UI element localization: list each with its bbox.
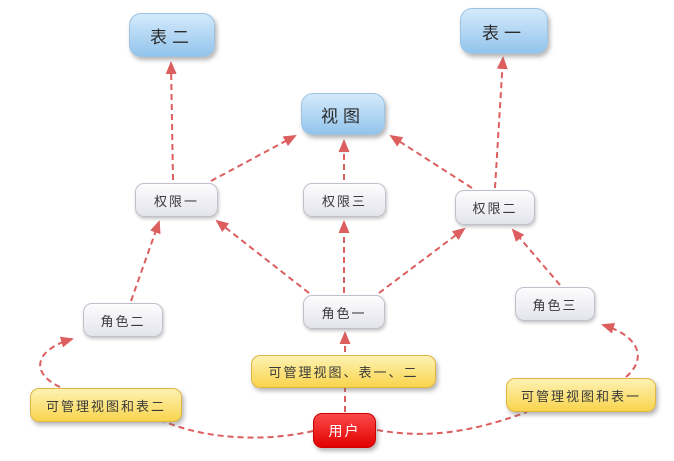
- node-role3: 角色三: [515, 287, 595, 321]
- edge-role2-to-perm1: [130, 220, 161, 302]
- edge-user-to-note-right: [376, 411, 528, 435]
- node-perm2: 权限二: [455, 190, 535, 225]
- node-user: 用户: [313, 413, 376, 448]
- node-view: 视图: [301, 93, 385, 135]
- node-note-right: 可管理视图和表一: [506, 378, 656, 412]
- edge-role1-to-perm2: [378, 227, 466, 294]
- node-table1: 表一: [460, 8, 548, 54]
- edge-user-to-note-left: [162, 420, 314, 439]
- edge-perm2-to-table1: [494, 56, 508, 189]
- edge-note-left-to-role2: [39, 336, 74, 388]
- node-perm1: 权限一: [135, 183, 218, 217]
- node-perm3: 权限三: [303, 183, 386, 217]
- node-role2: 角色二: [83, 303, 163, 337]
- node-table2: 表二: [129, 13, 215, 57]
- edge-perm2-to-view: [389, 134, 473, 189]
- node-note-mid: 可管理视图、表一、二: [251, 355, 436, 388]
- node-role1: 角色一: [303, 295, 385, 329]
- node-note-left: 可管理视图和表二: [30, 388, 182, 422]
- edge-perm1-to-view: [210, 135, 297, 182]
- edge-role3-to-perm2: [511, 228, 561, 286]
- edge-role1-to-perm1: [215, 219, 310, 294]
- edge-note-right-to-role3: [601, 322, 639, 378]
- edge-perm1-to-table2: [165, 61, 177, 181]
